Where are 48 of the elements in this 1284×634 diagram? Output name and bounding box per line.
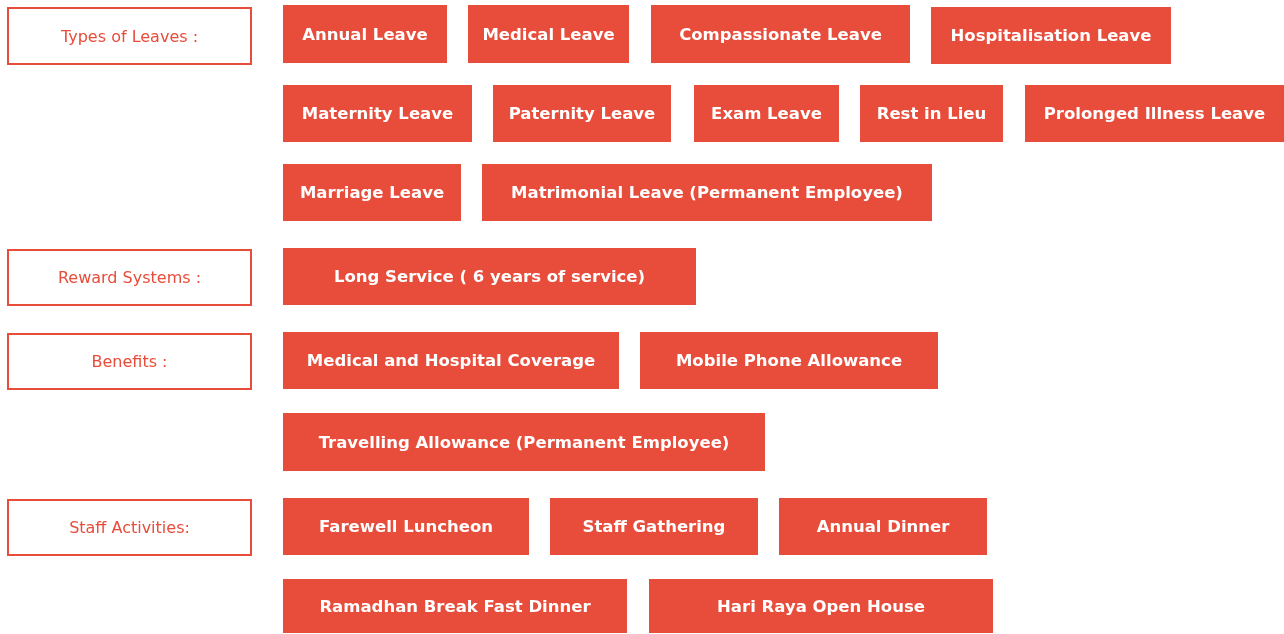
item-box [283,332,619,389]
category-label-box [7,249,252,306]
item-label: Annual Dinner [816,517,950,536]
item-box [640,332,938,389]
item-label: Rest in Lieu [876,104,987,123]
item-box [493,85,671,142]
item-label: Paternity Leave [508,104,656,123]
category-label: Staff Activities: [69,518,190,537]
category-label: Benefits : [91,352,168,371]
item-box [931,7,1171,64]
item-box [694,85,839,142]
category-label-box [7,499,252,556]
item-label: Exam Leave [711,104,822,123]
item-label: Prolonged Illness Leave [1043,104,1266,123]
item-box [283,413,765,471]
item-box [283,579,627,633]
item-box [550,498,758,555]
item-box [468,5,629,63]
item-label: Mobile Phone Allowance [675,351,903,370]
item-label: Hospitalisation Leave [950,26,1152,45]
item-label: Marriage Leave [299,183,445,202]
item-label: Medical and Hospital Coverage [306,351,596,370]
item-box [283,5,447,63]
item-label: Ramadhan Break Fast Dinner [319,596,591,616]
item-box [649,579,993,633]
category-label-box [7,333,252,390]
category-label: Types of Leaves : [60,26,199,46]
item-label: Maternity Leave [301,104,454,123]
item-box [1025,85,1284,142]
item-box [651,5,910,63]
item-label: Medical Leave [482,24,615,44]
item-box [860,85,1003,142]
category-label-box [7,7,252,65]
item-box [482,164,932,221]
item-label: Matrimonial Leave (Permanent Employee) [511,183,903,202]
item-box [283,164,461,221]
item-label: Annual Leave [302,24,428,44]
item-label: Travelling Allowance (Permanent Employee) [318,432,730,452]
item-box [283,498,529,555]
item-label: Hari Raya Open House [717,596,925,616]
item-box [779,498,987,555]
item-box [283,85,472,142]
category-label: Reward Systems : [57,268,202,287]
item-label: Long Service ( 6 years of service) [333,267,646,286]
item-label: Staff Gathering [582,517,726,536]
item-label: Compassionate Leave [679,24,882,44]
item-label: Farewell Luncheon [318,517,494,536]
item-box [283,248,696,305]
